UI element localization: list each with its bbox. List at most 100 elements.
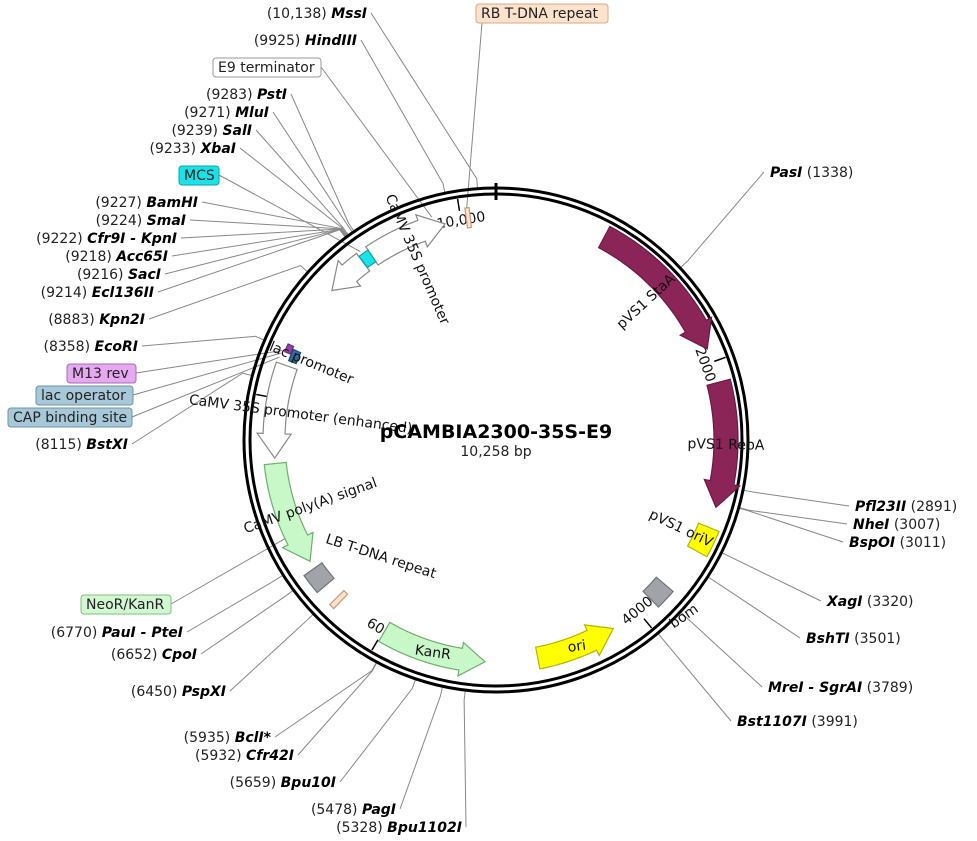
site-xbai: (9233) XbaI [150, 141, 237, 157]
feature-label-polyA: CaMV poly(A) signal [242, 475, 380, 537]
site-position: (9233) [150, 141, 201, 157]
site-enzyme-name: Kpn2I [99, 312, 145, 328]
site-enzyme-name: PstI [257, 87, 287, 103]
site-position: (9218) [65, 249, 116, 265]
site-leader-sali [255, 129, 350, 236]
site-leader-xagi [721, 552, 822, 602]
site-smai: (9224) SmaI [96, 213, 186, 229]
site-position: (5935) [184, 730, 235, 746]
site-position: (3320) [862, 594, 913, 610]
site-leader-bpu10i [339, 678, 417, 783]
site-acc65i: (9218) Acc65I [65, 249, 168, 265]
site-enzyme-name: BshTI [806, 631, 850, 647]
feature-statA [597, 225, 713, 350]
tick-label: 2000 [691, 345, 718, 384]
plasmid-name: pCAMBIA2300-35S-E9 [380, 421, 612, 443]
site-position: (5659) [230, 775, 281, 791]
site-bspoi: BspOI (3011) [849, 535, 946, 551]
site-enzyme-name: BamHI [146, 195, 198, 211]
site-enzyme-name: XagI [826, 594, 862, 610]
tick-mark [256, 393, 269, 398]
box-leader-rb [466, 22, 483, 210]
site-position: (3789) [862, 680, 913, 696]
site-leader-pspxi [229, 613, 314, 692]
tick-mark [714, 356, 726, 363]
site-leader-bst1107i [657, 632, 732, 722]
site-position: (8883) [48, 312, 99, 328]
site-position: (8115) [35, 437, 86, 453]
site-leader-ecl136ii [157, 229, 347, 293]
site-leader-nhei [738, 506, 848, 525]
site-leader-smai [189, 219, 348, 238]
site-bst1107i: Bst1107I (3991) [737, 714, 858, 730]
box-label-neor: NeoR/KanR [86, 597, 164, 613]
site-hindiii: (9925) HindIII [254, 33, 357, 49]
feature-repA [703, 378, 741, 509]
plasmid-backbone [242, 183, 750, 694]
feature-label-camv35: CaMV 35S promoter [382, 192, 453, 327]
feature-rbf [464, 206, 473, 229]
site-leader-kpn2i [148, 264, 309, 320]
site-position: (5328) [336, 820, 387, 836]
site-leader-pasi [679, 171, 765, 269]
site-enzyme-name: XbaI [200, 141, 236, 157]
site-cpoi: (6652) CpoI [111, 647, 197, 663]
tick-mark [456, 198, 461, 212]
site-leader-bcli [274, 661, 378, 738]
site-leader-psti [290, 93, 355, 232]
site-enzyme-name: Bpu1102I [387, 820, 462, 836]
site-position: (6770) [51, 625, 102, 641]
site-ecori: (8358) EcoRI [44, 339, 139, 355]
site-leader-mrei [680, 611, 763, 688]
site-enzyme-name: MluI [235, 105, 269, 121]
feature-label-repA: pVS1 RepA [687, 436, 765, 454]
site-cfr42i: (5932) Cfr42I [195, 748, 294, 764]
site-bpu1102i: (5328) Bpu1102I [336, 820, 462, 836]
feature-ori [534, 624, 615, 670]
feature-e9t [331, 252, 371, 292]
site-bstxi: (8115) BstXI [35, 437, 128, 453]
site-leader-bstxi [131, 372, 253, 445]
box-label-cap: CAP binding site [13, 410, 127, 426]
site-enzyme-name: SacI [128, 267, 161, 283]
site-enzyme-name: Cfr9I - KpnI [87, 231, 177, 247]
feature-oriV [686, 522, 720, 558]
site-leader-pfl23ii [742, 489, 850, 507]
site-leader-mlui [272, 111, 354, 233]
site-bamhi: (9227) BamHI [95, 195, 198, 211]
site-enzyme-name: Pfl23II [855, 499, 906, 515]
box-cap [7, 407, 133, 428]
site-xagi: XagI (3320) [826, 594, 914, 610]
site-saci: (9216) SacI [77, 267, 161, 283]
site-mlui: (9271) MluI [184, 105, 269, 121]
site-position: (5478) [311, 802, 362, 818]
site-position: (9227) [95, 195, 146, 211]
box-mcs [178, 165, 220, 186]
site-bshti: BshTI (3501) [806, 631, 901, 647]
site-leader-bpu1102i [463, 690, 467, 828]
site-position: (9216) [77, 267, 128, 283]
site-leader-bshti [707, 576, 801, 639]
site-enzyme-name: BclI* [235, 730, 272, 746]
site-psti: (9283) PstI [206, 87, 287, 103]
site-enzyme-name: EcoRI [95, 339, 138, 355]
site-enzyme-name: PagI [362, 802, 396, 818]
site-enzyme-name: Bst1107I [737, 714, 807, 730]
tick-mark [371, 639, 379, 651]
site-enzyme-name: MssI [331, 6, 367, 22]
site-position: (10,138) [267, 6, 331, 22]
site-position: (9239) [171, 123, 222, 139]
feature-label-ori: ori [567, 638, 587, 656]
site-enzyme-name: Ecl136II [92, 285, 154, 301]
site-position: (8358) [44, 339, 95, 355]
site-cfr9i: (9222) Cfr9I - KpnI [36, 231, 177, 247]
site-position: (6652) [111, 647, 162, 663]
feature-arrows [255, 206, 741, 678]
box-label-mcs: MCS [184, 168, 215, 184]
site-position: (9925) [254, 33, 305, 49]
plasmid-size: 10,258 bp [460, 444, 531, 460]
site-mrei: MreI - SgrAI (3789) [768, 680, 913, 696]
box-m13 [66, 363, 137, 384]
box-leader-mcs [218, 174, 361, 253]
